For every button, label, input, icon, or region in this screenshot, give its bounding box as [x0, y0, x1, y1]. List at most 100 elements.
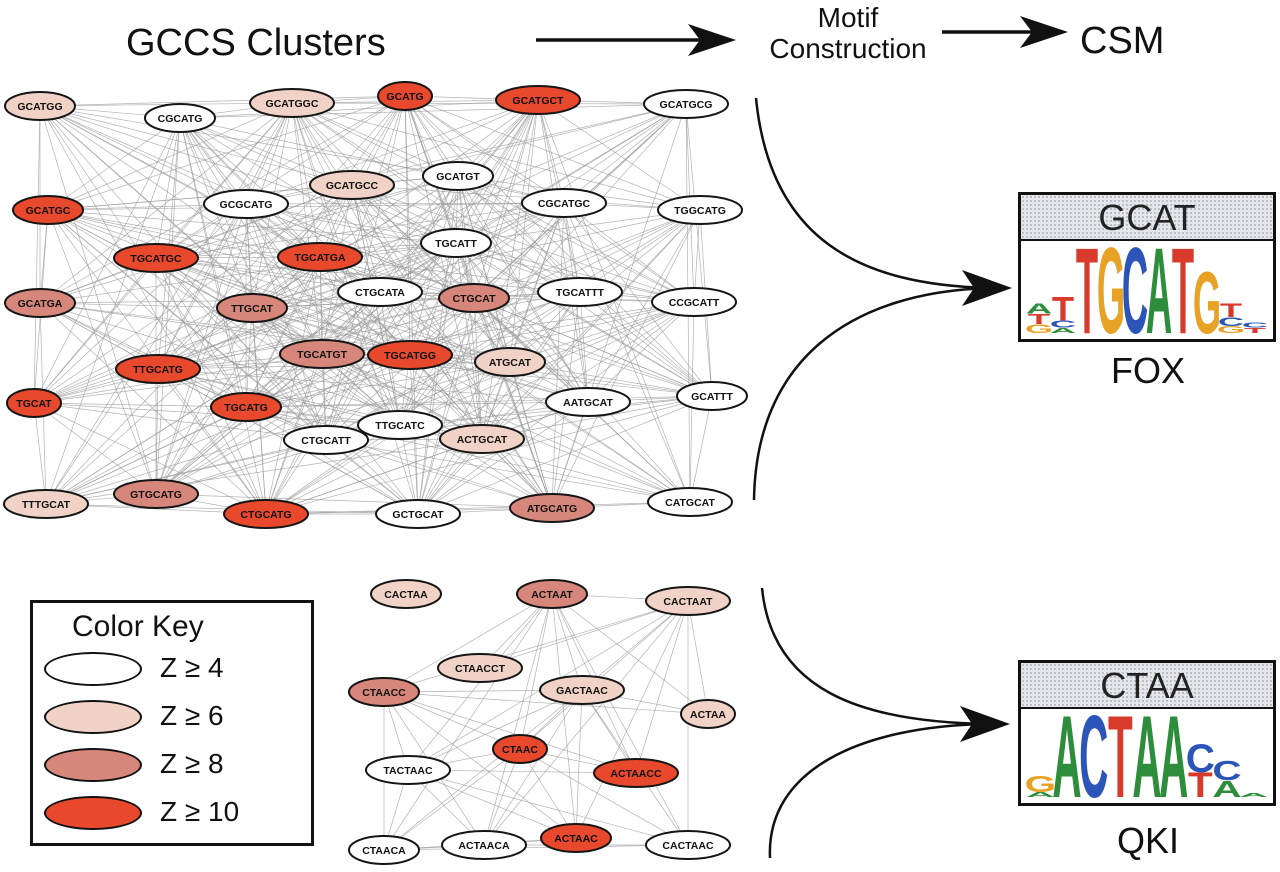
edge [551, 593, 689, 846]
kmer-node-label: TTTGCAT [22, 499, 71, 511]
edge [39, 105, 267, 515]
kmer-node-label: ACTAACC [610, 768, 662, 780]
fox-motif-name: FOX [1110, 350, 1185, 391]
edge [39, 302, 267, 515]
logo-letter: G [1025, 771, 1056, 797]
edge [379, 291, 695, 303]
kmer-node-label: CACTAA [384, 589, 428, 601]
kmer-node-oval [680, 699, 736, 729]
logo-letter: T [1076, 241, 1098, 337]
edge [155, 202, 565, 259]
edge [155, 354, 411, 495]
edge [455, 99, 539, 244]
edge [291, 102, 713, 397]
logo-column: A [1132, 709, 1161, 801]
edge [379, 291, 691, 503]
kmer-node-oval [492, 734, 548, 764]
kmer-node: CTGCATA [337, 277, 423, 307]
kmer-node-label: TGCAT [16, 398, 52, 410]
kmer-node-label: CGCATG [158, 113, 203, 125]
edge [245, 401, 589, 408]
edge [455, 242, 589, 403]
kmer-node-oval [348, 835, 420, 865]
color-key-box [30, 600, 314, 846]
edge [265, 501, 691, 515]
edge [179, 99, 539, 119]
edge [481, 99, 539, 440]
logo-column: TC [1242, 321, 1268, 335]
kmer-node: CGCATG [144, 103, 216, 133]
kmer-node: CTAAC [492, 734, 548, 764]
kmer-node-label: ACTAAC [554, 833, 598, 845]
kmer-node-oval [113, 479, 199, 509]
gccs-clusters-heading: GCCS Clusters [126, 22, 386, 64]
kmer-node-label: CATGCAT [665, 497, 715, 509]
edge [321, 103, 687, 355]
kmer-node: GCATGGC [249, 88, 335, 118]
kmer-node: TGCATT [420, 228, 492, 258]
edge [245, 395, 713, 408]
logo-column: A [1052, 709, 1081, 801]
logo-letter: A [1132, 709, 1161, 801]
edge [245, 256, 321, 408]
edge [251, 307, 419, 515]
flow-arrows [536, 16, 1068, 859]
edge [45, 439, 327, 505]
logo-letter: T [1172, 241, 1194, 337]
logo-letter: T [1052, 291, 1075, 329]
edge [693, 209, 701, 303]
edge [537, 99, 589, 403]
qki-edges [383, 593, 709, 851]
edge [33, 203, 247, 404]
edge [45, 361, 511, 505]
kmer-node-label: TACTAAC [383, 765, 433, 777]
edge [157, 242, 457, 370]
edge [483, 748, 521, 846]
logo-letter: A [1146, 241, 1172, 337]
edge [251, 307, 511, 363]
edge [481, 301, 695, 440]
kmer-node-oval [438, 283, 510, 313]
edge [45, 353, 323, 505]
edge [291, 102, 695, 303]
kmer-node: TTGCATG [115, 354, 201, 384]
kmer-node: ACTAACA [441, 830, 527, 860]
edge [155, 406, 247, 495]
kmer-node: TTGCAT [216, 293, 288, 323]
edge [685, 103, 713, 397]
edge [579, 209, 701, 293]
kmer-node: ACTAAT [516, 579, 588, 609]
logo-letter: T [1220, 300, 1242, 321]
kmer-node: TGCATTT [537, 277, 623, 307]
edge [39, 175, 459, 304]
kmer-node-label: CTGCATT [301, 435, 351, 447]
edge [383, 844, 689, 851]
edge [265, 395, 713, 515]
arrowhead-qki [960, 706, 1010, 742]
kmer-node-label: TTGCATG [133, 364, 183, 376]
kmer-node-label: TTGCAT [231, 303, 273, 315]
edge [157, 203, 247, 370]
edge [581, 600, 689, 691]
edge [47, 209, 157, 495]
kmer-node-oval [113, 243, 199, 273]
edge [417, 395, 713, 515]
kmer-node-label: GCATGT [436, 171, 480, 183]
edge [265, 301, 695, 515]
edge [33, 402, 47, 505]
kmer-node-oval [645, 586, 731, 616]
kmer-node: CTGCAT [438, 283, 510, 313]
kmer-node-oval [4, 91, 76, 121]
kmer-node-label: GCGCATG [220, 199, 273, 211]
edge [33, 242, 457, 404]
kmer-node: TGCATG [210, 392, 282, 422]
edge [157, 95, 406, 370]
edge [383, 600, 689, 693]
edge [509, 99, 539, 363]
key-label-z8: Z ≥ 8 [160, 748, 224, 779]
edge [551, 593, 583, 691]
edge [563, 103, 687, 204]
